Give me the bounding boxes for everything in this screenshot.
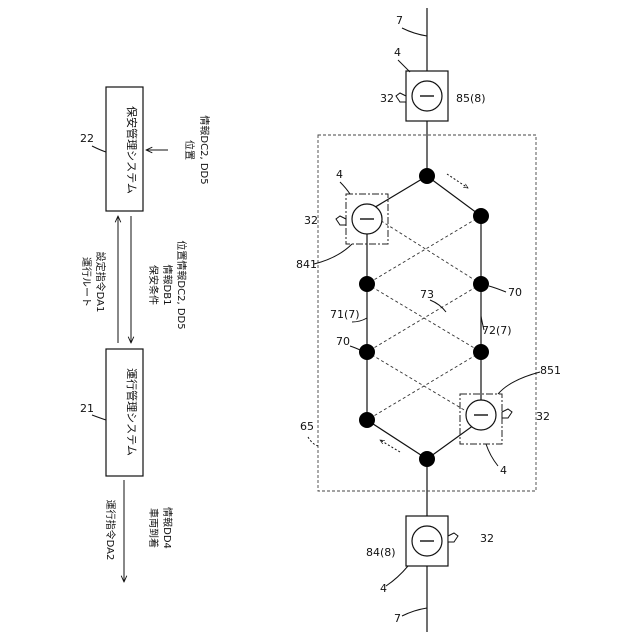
ref-70-b: 70 bbox=[508, 286, 522, 299]
vehicle-bottom-ref: 4 bbox=[380, 582, 387, 595]
track-top-leader bbox=[402, 28, 427, 36]
vehicle-bottom-leader bbox=[386, 566, 408, 586]
svg-text:位置情報DC2, DD5: 位置情報DC2, DD5 bbox=[175, 240, 188, 329]
maintenance-system-label: 保安管理システム bbox=[125, 106, 139, 194]
position-in-text: 位置 情報DC2, DD5 bbox=[183, 115, 211, 184]
vehicle-84-sensor bbox=[448, 533, 458, 542]
route-command-text: 運行ルート 設定指令DA1 bbox=[80, 252, 107, 313]
ref-841-leader bbox=[314, 244, 352, 264]
track-bottom-leader bbox=[402, 608, 427, 616]
svg-text:位置: 位置 bbox=[183, 140, 196, 160]
ref-32-d: 32 bbox=[480, 532, 494, 545]
ref-32-a: 32 bbox=[380, 92, 394, 105]
vehicle-851-ref: 4 bbox=[500, 464, 507, 477]
vehicle-841-sensor bbox=[336, 216, 346, 225]
svg-text:設定指令DA1: 設定指令DA1 bbox=[94, 252, 107, 313]
ref-32-b: 32 bbox=[304, 214, 318, 227]
vehicle-85-sensor bbox=[396, 93, 406, 102]
ref-32-c: 32 bbox=[536, 410, 550, 423]
ref-851: 851 bbox=[540, 364, 561, 377]
vehicle-851-sensor bbox=[502, 409, 512, 418]
track-top-ref: 7 bbox=[396, 14, 403, 27]
maintenance-cond-text: 保安条件 情報DB1 位置情報DC2, DD5 bbox=[147, 240, 188, 329]
ref-71-7: 71(7) bbox=[330, 308, 360, 321]
ref-841: 841 bbox=[296, 258, 317, 271]
ref-72-7: 72(7) bbox=[482, 324, 512, 337]
vehicle-841-ref-leader bbox=[340, 182, 350, 194]
ref-73-leader bbox=[430, 300, 446, 312]
svg-text:車両到着: 車両到着 bbox=[147, 508, 160, 548]
maintenance-ref-leader bbox=[92, 146, 106, 152]
svg-text:情報DC2, DD5: 情報DC2, DD5 bbox=[198, 115, 211, 184]
svg-text:保安条件: 保安条件 bbox=[147, 265, 160, 305]
vehicle-top-leader bbox=[398, 60, 410, 72]
svg-text:情報DB1: 情報DB1 bbox=[161, 265, 174, 306]
ref-70-a: 70 bbox=[336, 335, 350, 348]
vehicle-851-ref-leader bbox=[486, 444, 498, 466]
operation-system-label: 運行管理システム bbox=[125, 368, 139, 456]
svg-text:運行ルート: 運行ルート bbox=[80, 257, 93, 307]
svg-text:情報DD4: 情報DD4 bbox=[161, 507, 174, 549]
ref-70-b-leader bbox=[489, 286, 506, 292]
operation-ref-leader bbox=[92, 415, 106, 420]
direction-arrow-bottom bbox=[380, 440, 400, 452]
ref-70-a-leader bbox=[350, 346, 360, 350]
ref-84-8: 84(8) bbox=[366, 546, 396, 559]
vehicle-841-ref: 4 bbox=[336, 168, 343, 181]
arrival-text: 車両到着 情報DD4 bbox=[147, 507, 174, 549]
run-command-text: 運行指令DA2 bbox=[104, 500, 117, 561]
crossover-lines bbox=[367, 212, 481, 420]
track-bottom-ref: 7 bbox=[394, 612, 401, 625]
ref-73: 73 bbox=[420, 288, 434, 301]
maintenance-system-ref: 22 bbox=[80, 132, 94, 145]
vehicle-top-ref: 4 bbox=[394, 46, 401, 59]
area-65-label: 65 bbox=[300, 420, 314, 433]
ref-85-8: 85(8) bbox=[456, 92, 486, 105]
direction-arrow-top bbox=[447, 174, 468, 188]
operation-system-ref: 21 bbox=[80, 402, 94, 415]
ref-851-leader bbox=[498, 372, 540, 394]
area-65-leader bbox=[308, 437, 318, 446]
